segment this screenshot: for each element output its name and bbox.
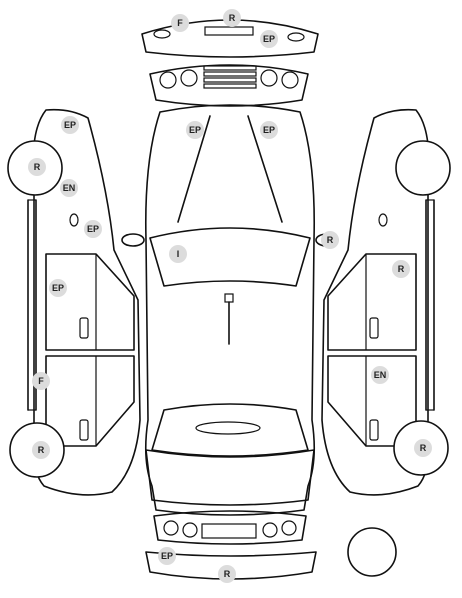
marker-left-front-fender-ep[interactable]: EP <box>61 116 79 134</box>
marker-right-rear-door-en[interactable]: EN <box>371 366 389 384</box>
front-fascia[interactable] <box>149 64 309 107</box>
right-side-body[interactable] <box>321 108 435 496</box>
marker-front-bumper-ep[interactable]: EP <box>260 30 278 48</box>
marker-left-rear-wheel-r[interactable]: R <box>32 441 50 459</box>
marker-right-mirror-r[interactable]: R <box>321 231 339 249</box>
marker-front-bumper-f[interactable]: F <box>171 14 189 32</box>
marker-hood-left-ep[interactable]: EP <box>186 121 204 139</box>
right-front-wheel[interactable] <box>395 140 451 196</box>
marker-left-rocker-f[interactable]: F <box>32 372 50 390</box>
marker-left-front-wheel-r[interactable]: R <box>28 158 46 176</box>
marker-right-rear-wheel-r[interactable]: R <box>414 439 432 457</box>
marker-rear-bumper-r[interactable]: R <box>218 565 236 583</box>
rear-fascia[interactable] <box>153 510 307 545</box>
car-body-top[interactable] <box>121 104 339 516</box>
marker-right-front-door-r[interactable]: R <box>392 260 410 278</box>
marker-windshield-i[interactable]: I <box>169 245 187 263</box>
marker-hood-right-ep[interactable]: EP <box>260 121 278 139</box>
marker-left-front-fender-en[interactable]: EN <box>60 179 78 197</box>
marker-front-bumper-r[interactable]: R <box>223 9 241 27</box>
spare-wheel[interactable] <box>347 527 397 577</box>
marker-left-front-fender-ep2[interactable]: EP <box>84 220 102 238</box>
rear-bumper[interactable] <box>145 551 317 580</box>
marker-rear-bumper-ep[interactable]: EP <box>158 547 176 565</box>
left-side-body[interactable] <box>27 108 141 496</box>
front-bumper[interactable] <box>141 19 319 58</box>
marker-left-front-door-ep[interactable]: EP <box>49 279 67 297</box>
